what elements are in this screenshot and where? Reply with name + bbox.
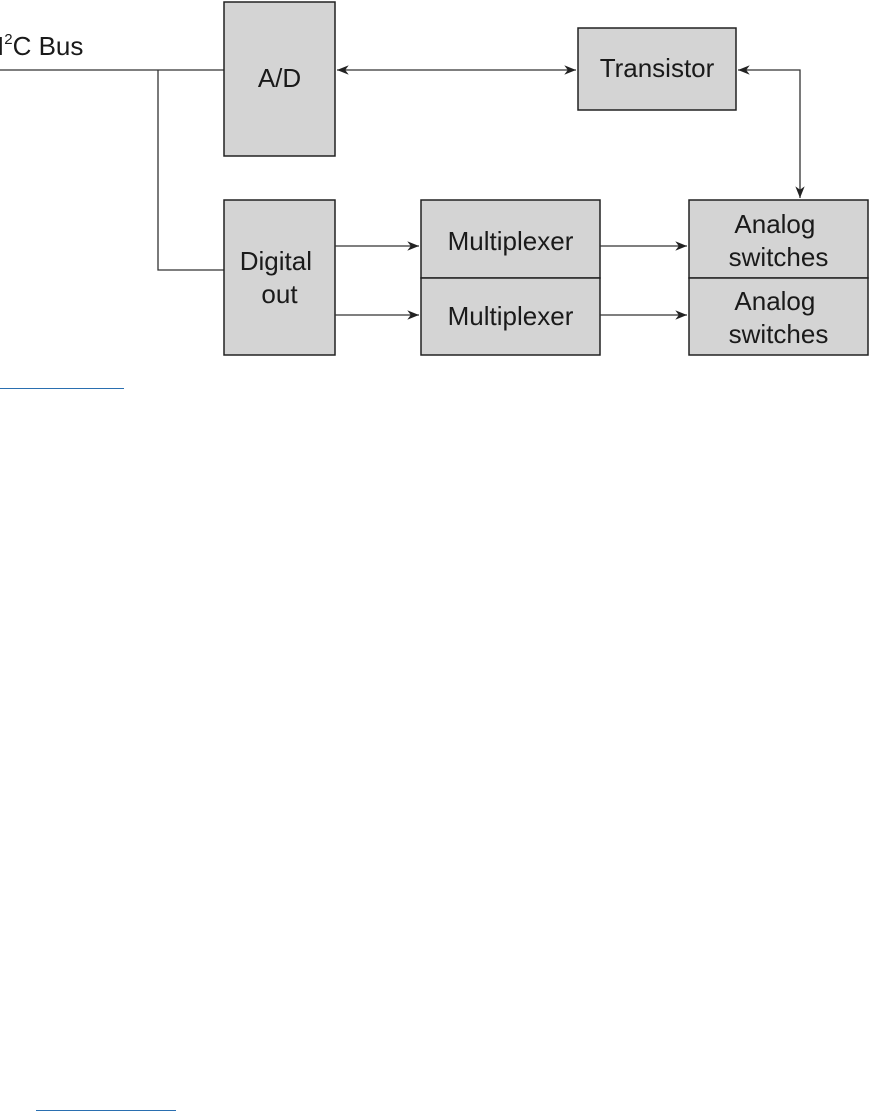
multiplexer-label-1: Multiplexer (448, 226, 574, 256)
bus-line-to-digital-out (157, 70, 224, 271)
analog-switches-2-line-2: switches (729, 319, 829, 349)
transistor-label: Transistor (600, 53, 715, 83)
analog-switches-block-2 (688, 277, 869, 356)
analog-switches-label-2: Analog switches (729, 286, 829, 349)
divider-rule-top (0, 388, 124, 389)
ad-block (223, 1, 336, 157)
digital-out-label-line-2: out (261, 279, 298, 309)
i2c-bus-label-superscript: 2 (4, 31, 12, 48)
multiplexer-block-2 (420, 277, 601, 356)
digital-out-block (223, 199, 336, 356)
block-diagram: I2C Bus A/D Transistor Digital out Multi… (0, 1, 869, 356)
multiplexer-label-2: Multiplexer (448, 301, 574, 331)
analog-switches-label-1: Analog switches (729, 209, 829, 272)
analog-switches-1-line-1: Analog (734, 209, 815, 239)
i2c-bus-label-suffix: C Bus (13, 31, 84, 61)
analog-switches-2-line-1: Analog (734, 286, 815, 316)
digital-out-label: Digital out (240, 246, 319, 309)
transistor-analog-switches-arrow (738, 65, 805, 198)
ad-label: A/D (258, 63, 301, 93)
transistor-block (577, 27, 737, 111)
i2c-bus-label-prefix: I (0, 31, 4, 61)
analog-switches-1-line-2: switches (729, 242, 829, 272)
digital-out-label-line-1: Digital (240, 246, 312, 276)
i2c-bus-label: I2C Bus (0, 31, 83, 61)
divider-rule-bottom (36, 1110, 176, 1111)
